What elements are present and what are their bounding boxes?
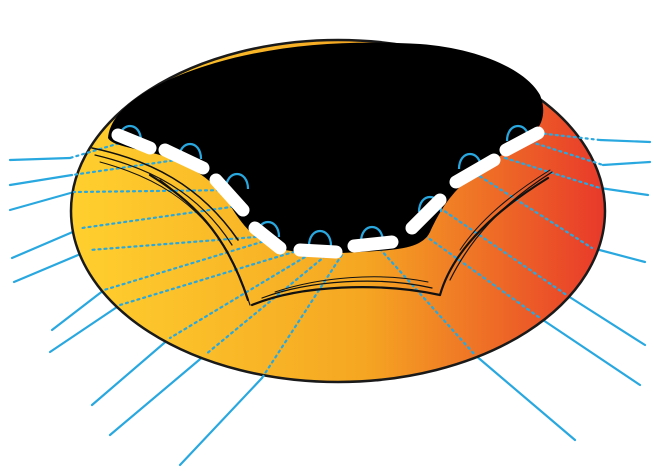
suture-tail-2 — [10, 175, 72, 185]
suture-tail-7 — [50, 305, 120, 352]
suture-tail-1 — [10, 158, 70, 160]
suture-tail-3 — [10, 192, 74, 210]
pledget-6 — [354, 242, 392, 246]
suture-tail-14 — [592, 248, 645, 262]
suture-tail-9 — [110, 355, 205, 435]
suture-tail-4 — [12, 228, 82, 258]
suture-tail-13 — [568, 296, 645, 345]
suture-tail-6 — [52, 290, 104, 330]
suture-tail-17 — [600, 140, 650, 142]
suture-tail-12 — [540, 318, 640, 385]
suture-tail-15 — [600, 188, 648, 195]
suture-tail-10 — [180, 378, 262, 465]
pledget-5 — [300, 250, 336, 252]
suture-tail-11 — [475, 355, 575, 440]
suture-tail-16 — [603, 162, 650, 165]
